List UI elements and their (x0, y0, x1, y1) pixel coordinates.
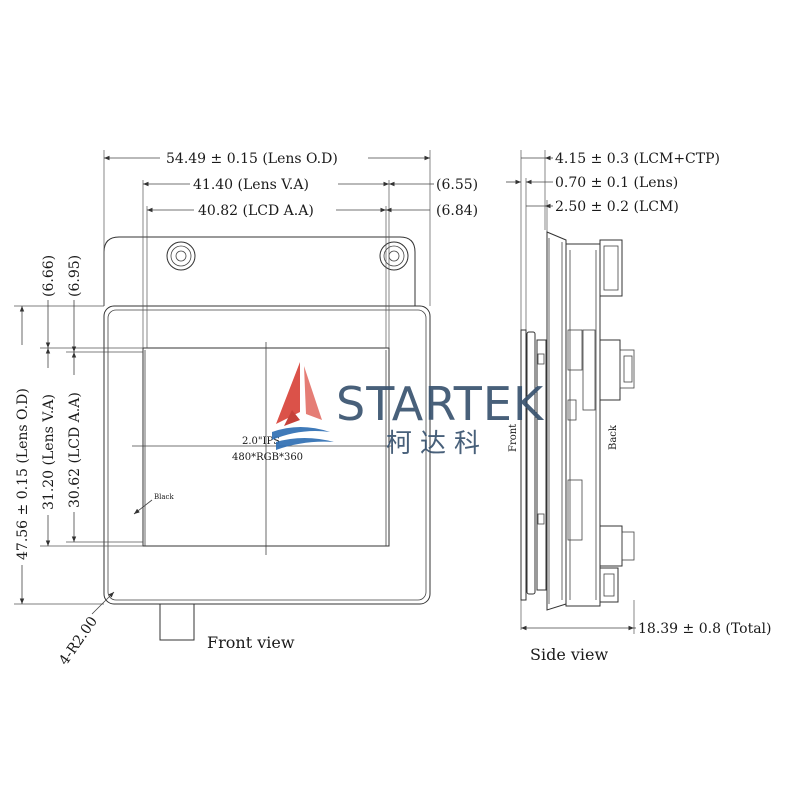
top-margin-va-dim: (6.66) (41, 255, 57, 297)
ctp-layer (526, 331, 536, 595)
lcd-aa-width-dim: 40.82 (LCD A.A) (198, 203, 314, 219)
panel-type-label: 2.0"IPS (242, 436, 280, 447)
lcm-thickness-dim: 2.50 ± 0.2 (LCM) (555, 199, 679, 215)
backplate (546, 231, 567, 611)
startek-logo-icon (272, 362, 334, 450)
right-margin-aa-dim: (6.84) (436, 203, 478, 219)
lens-inner-outline (107, 309, 427, 601)
brand-name: STARTEK (336, 377, 545, 431)
front-view: 2.0"IPS 480*RGB*360 Black 54.49 ± 0.15 (… (14, 150, 478, 668)
fpc-tail (159, 604, 195, 641)
lens-va-height-dim: 31.20 (Lens V.A) (41, 394, 57, 510)
right-margin-va-dim: (6.55) (436, 177, 478, 193)
side-view: 4.15 ± 0.3 (LCM+CTP) 0.70 ± 0.1 (Lens) 2… (506, 150, 771, 664)
pcb-board (565, 243, 601, 607)
lcm-layer (536, 339, 547, 591)
startek-watermark: STARTEK 柯达科 (272, 362, 545, 459)
side-view-caption: Side view (530, 645, 609, 664)
lcd-aa-height-dim: 30.62 (LCD A.A) (67, 392, 83, 508)
connector-low (599, 525, 623, 567)
lcm-ctp-dim: 4.15 ± 0.3 (LCM+CTP) (555, 151, 720, 167)
mounting-hole-right (379, 241, 409, 271)
mounting-bracket (103, 236, 416, 306)
lens-layer (520, 329, 527, 601)
lens-od-width-dim: 54.49 ± 0.15 (Lens O.D) (166, 151, 338, 167)
total-thickness-dim: 18.39 ± 0.8 (Total) (638, 621, 771, 637)
resolution-label: 480*RGB*360 (232, 452, 303, 463)
black-label: Black (154, 493, 174, 501)
lens-od-height-dim: 47.56 ± 0.15 (Lens O.D) (15, 388, 31, 560)
connector-top (599, 239, 623, 297)
mounting-hole-left (166, 241, 196, 271)
lens-va-width-dim: 41.40 (Lens V.A) (193, 177, 309, 193)
top-margin-aa-dim: (6.95) (67, 255, 83, 297)
connector-mid (599, 339, 621, 401)
front-view-caption: Front view (207, 633, 295, 652)
lens-thickness-dim: 0.70 ± 0.1 (Lens) (555, 175, 678, 191)
back-label: Back (608, 424, 619, 450)
connector-bottom (599, 567, 619, 603)
brand-name-cn: 柯达科 (386, 429, 488, 459)
front-label: Front (508, 424, 519, 452)
lens-outline (103, 305, 431, 605)
corner-radius-dim: 4-R2.00 (56, 614, 101, 669)
